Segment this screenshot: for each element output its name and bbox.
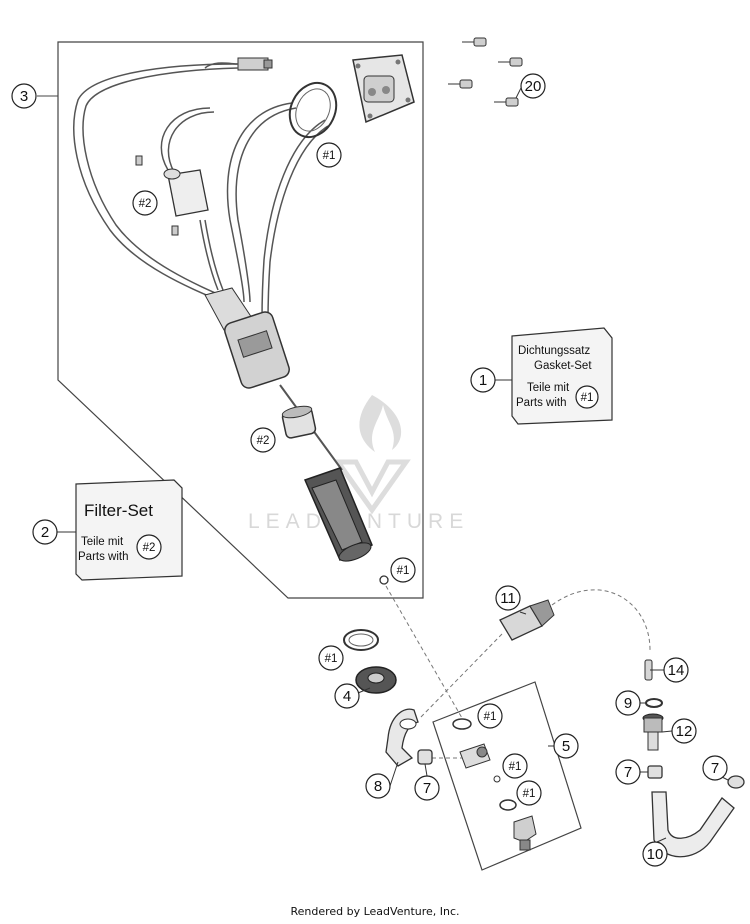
callout-ref1-tray-low: #1 — [516, 780, 542, 806]
part-4-seal — [355, 666, 397, 694]
gasket-ref: #1 — [581, 392, 594, 404]
svg-text:9: 9 — [624, 695, 632, 712]
parts-tray-5-outline — [432, 681, 582, 871]
callout-ref2-sleeve: #2 — [250, 427, 276, 453]
washer-ring — [343, 629, 379, 651]
svg-text:12: 12 — [676, 723, 693, 740]
part-9-o-ring — [645, 698, 663, 708]
filter-sleeve — [281, 405, 317, 439]
svg-text:#1: #1 — [397, 565, 410, 577]
svg-text:4: 4 — [343, 688, 351, 705]
pump-strainer — [303, 467, 373, 562]
leader-lines — [57, 85, 729, 843]
svg-text:3: 3 — [20, 88, 28, 105]
part-8-elbow-hose — [385, 708, 419, 767]
part-7-clamp-mid — [647, 765, 663, 779]
filter-line-en: Parts with — [78, 551, 129, 563]
svg-text:7: 7 — [624, 764, 632, 781]
svg-text:2: 2 — [41, 524, 49, 541]
callout-20: 20 — [520, 73, 546, 99]
svg-text:8: 8 — [374, 778, 382, 795]
callout-10: 10 — [642, 841, 668, 867]
callout-2: 2 — [32, 519, 58, 545]
svg-text:#1: #1 — [484, 711, 497, 723]
callout-ref1-washer: #1 — [318, 645, 344, 671]
callout-ref1-o-ring: #1 — [390, 557, 416, 583]
flange-gasket — [288, 81, 338, 139]
callout-7-left: 7 — [414, 775, 440, 801]
pump-flange — [352, 54, 415, 124]
svg-text:#2: #2 — [257, 435, 270, 447]
callout-4: 4 — [334, 683, 360, 709]
filter-title: Filter-Set — [84, 501, 153, 520]
callout-3: 3 — [11, 83, 37, 109]
callout-12: 12 — [671, 718, 697, 744]
part-7-clamp-left — [417, 749, 433, 765]
svg-text:7: 7 — [711, 760, 719, 777]
footer-credit: Rendered by LeadVenture, Inc. — [290, 905, 460, 918]
svg-text:11: 11 — [500, 590, 516, 607]
fuel-hoses — [160, 102, 329, 323]
part-7-clamp-right — [727, 775, 745, 789]
svg-text:10: 10 — [647, 846, 664, 863]
wiring-harness — [73, 63, 239, 307]
svg-text:7: 7 — [423, 780, 431, 797]
svg-text:#1: #1 — [323, 150, 336, 162]
callout-7-right: 7 — [702, 755, 728, 781]
callout-1: 1 — [470, 367, 496, 393]
gasket-line-en: Parts with — [516, 397, 567, 409]
callout-14: 14 — [663, 657, 689, 683]
gasket-title-en: Gasket-Set — [534, 360, 592, 372]
gasket-line-de: Teile mit — [527, 382, 570, 394]
svg-text:20: 20 — [525, 78, 542, 95]
svg-text:14: 14 — [668, 662, 685, 679]
filter-line-de: Teile mit — [81, 536, 124, 548]
callout-ref2-filter: #2 — [132, 190, 158, 216]
callout-7-mid: 7 — [615, 759, 641, 785]
assembly-3-outline — [57, 41, 424, 599]
callout-ref1-tray-top: #1 — [477, 703, 503, 729]
svg-text:#1: #1 — [523, 788, 536, 800]
callout-ref1-tray-mid: #1 — [502, 753, 528, 779]
filter-ref: #2 — [143, 542, 156, 554]
part-11-quick-connector — [419, 589, 651, 719]
callout-8: 8 — [365, 773, 391, 799]
gasket-title-de: Dichtungssatz — [518, 345, 590, 357]
callout-9: 9 — [615, 690, 641, 716]
svg-text:5: 5 — [562, 738, 570, 755]
filter-set-box: Filter-Set Teile mit Parts with #2 — [75, 479, 183, 581]
svg-text:1: 1 — [479, 372, 487, 389]
pump-motor — [204, 287, 343, 471]
fuel-filter — [135, 155, 209, 236]
svg-text:#1: #1 — [509, 761, 522, 773]
part-12-nipple — [642, 713, 664, 751]
gasket-set-box: Dichtungssatz Gasket-Set Teile mit Parts… — [511, 327, 613, 425]
small-o-ring — [379, 575, 389, 585]
svg-text:#1: #1 — [325, 653, 338, 665]
callout-ref1-flange: #1 — [316, 142, 342, 168]
svg-text:#2: #2 — [139, 198, 152, 210]
leader-dash-1 — [385, 585, 463, 719]
tray-parts — [432, 718, 537, 851]
callout-5: 5 — [553, 733, 579, 759]
bolts-20 — [448, 37, 523, 107]
callout-11: 11 — [495, 585, 521, 611]
